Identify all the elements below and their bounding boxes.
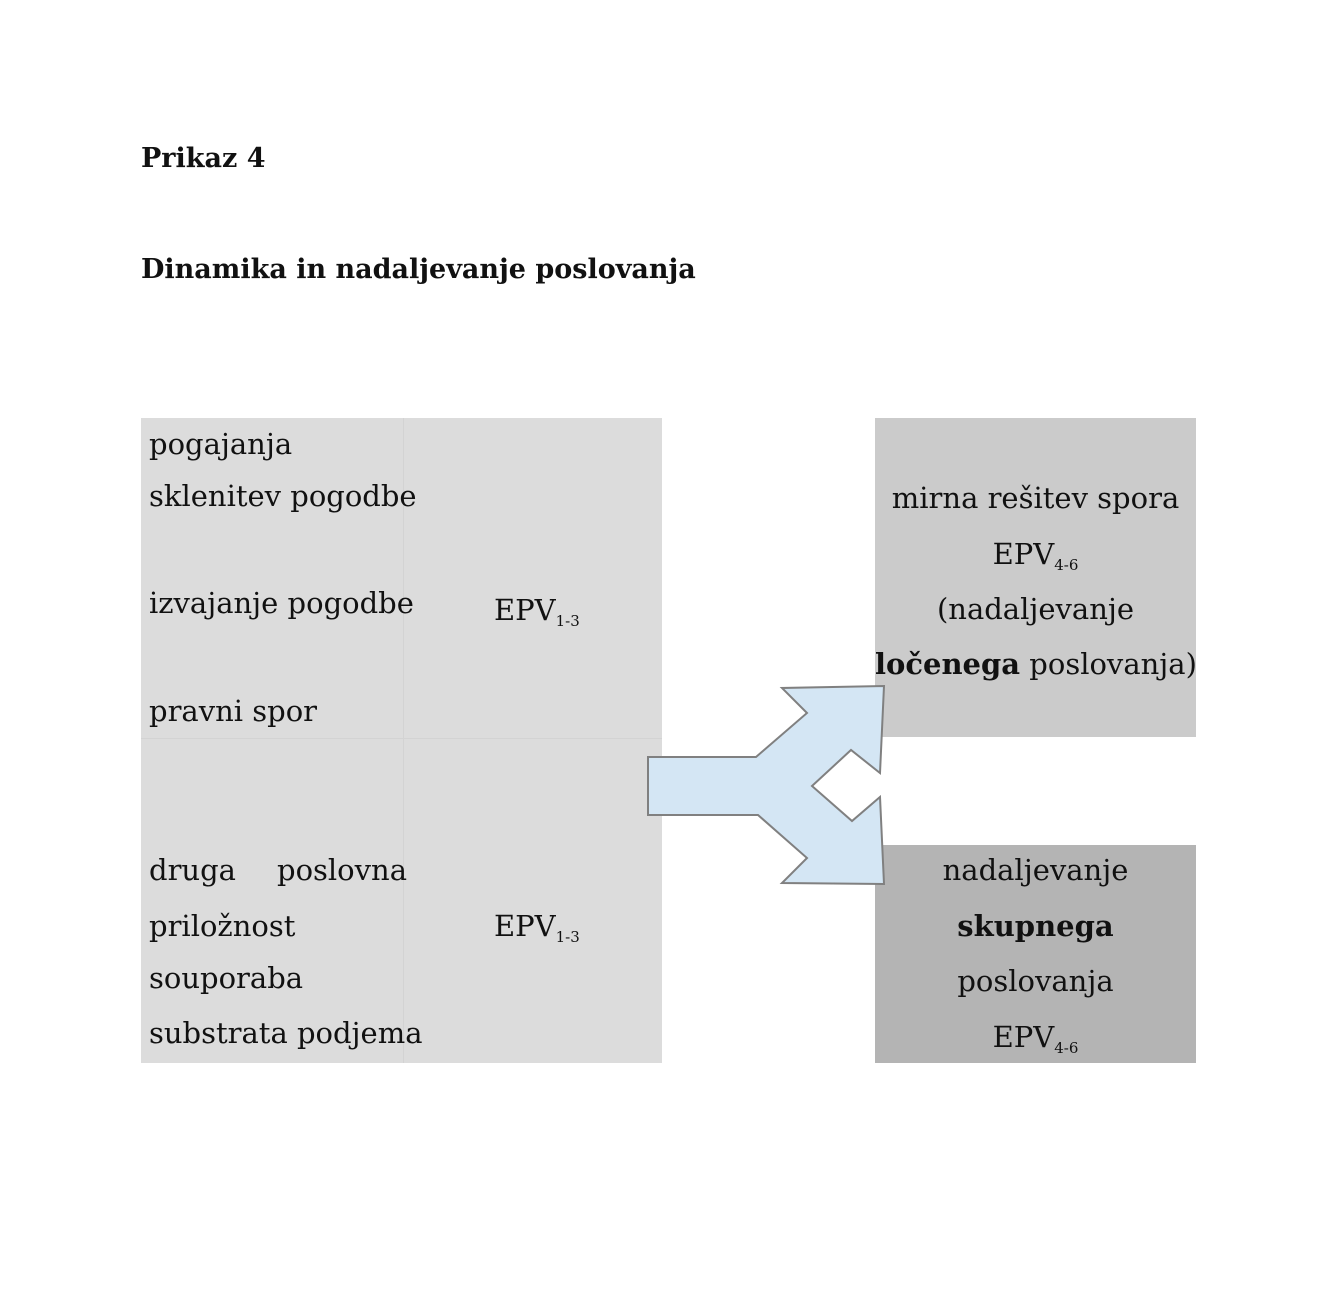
outcome-separate-line3: (nadaljevanje [936, 592, 1135, 626]
activity-other-opportunity-word1: druga [149, 853, 236, 887]
split-arrow-shape [647, 684, 886, 886]
figure-label: Prikaz 4 [141, 143, 266, 174]
outcome-joint-line3: poslovanja [957, 964, 1114, 998]
left-table: pogajanja sklenitev pogodbe izvajanje po… [141, 418, 662, 1063]
activity-negotiations: pogajanja [149, 427, 293, 461]
outcome-separate-line1: mirna rešitev spora [891, 481, 1180, 515]
activity-shared-use: souporaba [149, 961, 304, 995]
activity-contract-conclusion: sklenitev pogodbe [149, 479, 417, 513]
activity-opportunity: priložnost [149, 909, 296, 943]
outcome-separate-box: mirna rešitev spora EPV4-6 (nadaljevanje… [875, 418, 1197, 737]
outcome-joint-epv: EPV4-6 [992, 1020, 1079, 1057]
outcome-separate-line4: ločenega poslovanja) [875, 647, 1197, 681]
activity-other-opportunity-word2: poslovna [277, 853, 407, 887]
activity-legal-dispute: pravni spor [149, 694, 318, 728]
outcome-joint-box: nadaljevanje skupnega poslovanja EPV4-6 [875, 845, 1196, 1063]
figure-title: Dinamika in nadaljevanje poslovanja [141, 254, 696, 285]
row-divider [141, 738, 662, 739]
outcome-separate-epv: EPV4-6 [992, 537, 1079, 574]
activity-contract-execution: izvajanje pogodbe [149, 586, 414, 620]
outcome-joint-line2: skupnega [957, 909, 1114, 943]
upper-epv-label: EPV1-3 [494, 593, 580, 630]
outcome-joint-line1: nadaljevanje [942, 853, 1129, 887]
activity-substrate: substrata podjema [149, 1016, 423, 1050]
lower-epv-label: EPV1-3 [494, 909, 580, 946]
column-divider [403, 418, 404, 1063]
